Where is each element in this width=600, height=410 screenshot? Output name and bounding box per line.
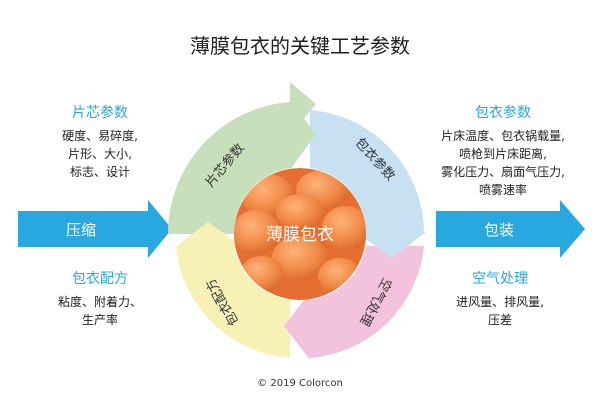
air-handling-line-1: 进风量、排风量, bbox=[456, 295, 544, 309]
core-params-line-3: 标志、设计 bbox=[69, 165, 130, 179]
core-params-line-1: 硬度、易碎度, bbox=[62, 129, 138, 143]
segment-air-handling bbox=[310, 246, 424, 358]
segment-coating-params bbox=[310, 110, 425, 234]
core-params-line-2: 片形、大小, bbox=[68, 147, 132, 161]
air-handling-line-2: 压差 bbox=[487, 313, 512, 327]
formulation-heading: 包衣配方 bbox=[72, 271, 128, 287]
segment-core-params-fill bbox=[175, 110, 290, 234]
formulation-line-1: 粘度、附着力、 bbox=[57, 295, 142, 309]
segment-formulation bbox=[176, 246, 290, 358]
coating-params-line-3: 雾化压力、扇面气压力, bbox=[441, 165, 565, 179]
left-arrow-label: 压缩 bbox=[65, 221, 96, 239]
center-label: 薄膜包衣 bbox=[266, 225, 334, 245]
coating-params-line-2: 喷枪到片床距离, bbox=[459, 147, 547, 161]
coating-params-heading: 包衣参数 bbox=[475, 105, 531, 121]
right-arrow-label: 包装 bbox=[483, 221, 514, 239]
core-params-heading: 片芯参数 bbox=[72, 105, 128, 121]
ring-arrow-tip-4 bbox=[174, 222, 244, 248]
formulation-block: 包衣配方 粘度、附着力、 生产率 bbox=[40, 268, 160, 329]
diagram-title: 薄膜包衣的关键工艺参数 bbox=[190, 34, 410, 58]
ring-arrow-tip-2 bbox=[356, 232, 426, 258]
right-process-arrow bbox=[436, 200, 585, 258]
air-handling-block: 空气处理 进风量、排风量, 压差 bbox=[430, 268, 570, 329]
formulation-line-2: 生产率 bbox=[81, 313, 118, 327]
left-process-arrow bbox=[18, 200, 172, 258]
coating-params-line-4: 喷雾速率 bbox=[478, 183, 527, 197]
air-handling-heading: 空气处理 bbox=[472, 271, 528, 287]
segment-core-params bbox=[167, 82, 316, 234]
ring-arrow-tip-3 bbox=[284, 292, 310, 360]
ring-arrow-tip-1 bbox=[290, 100, 316, 170]
coating-params-line-1: 片床温度、包衣锅载量, bbox=[441, 129, 565, 143]
copyright-text: © 2019 Colorcon bbox=[257, 378, 343, 389]
coating-params-block: 包衣参数 片床温度、包衣锅载量, 喷枪到片床距离, 雾化压力、扇面气压力, 喷雾… bbox=[418, 102, 588, 199]
core-params-block: 片芯参数 硬度、易碎度, 片形、大小, 标志、设计 bbox=[40, 102, 160, 181]
